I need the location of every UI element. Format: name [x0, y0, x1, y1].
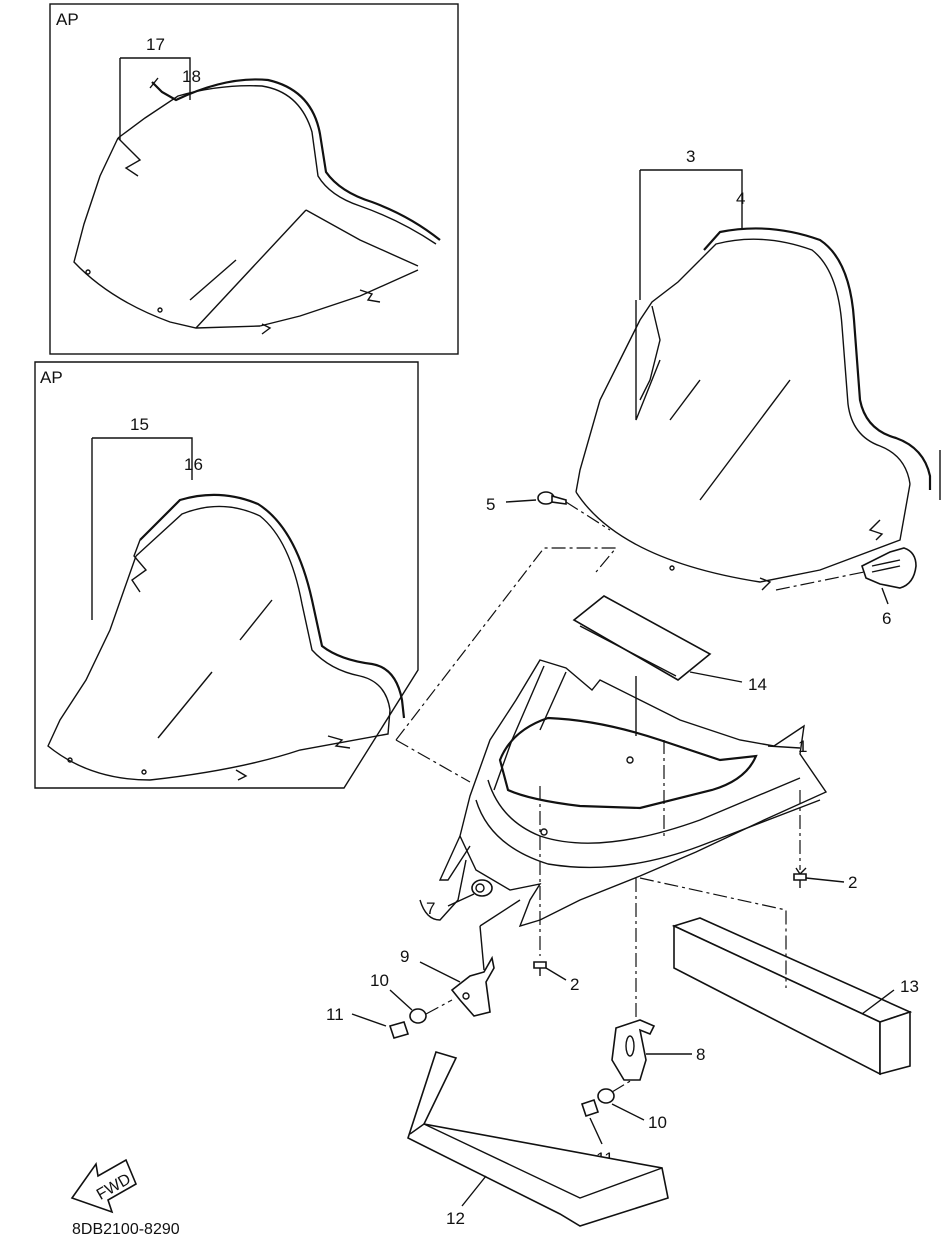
washer-10-right — [597, 1088, 615, 1104]
callout-5: 5 — [486, 495, 495, 514]
callout-8: 8 — [696, 1045, 705, 1064]
inset-box-middle: AP 15 16 — [34, 361, 419, 789]
callout-11-left: 11 — [326, 1005, 344, 1024]
bracket-9 — [450, 955, 495, 1017]
cowling-1 — [419, 659, 828, 928]
inset-box-top: AP 17 18 — [49, 3, 459, 355]
callout-17: 17 — [146, 35, 165, 54]
pad-14 — [572, 595, 712, 681]
callout-13: 13 — [900, 977, 919, 996]
callout-3: 3 — [686, 147, 695, 166]
callout-14: 14 — [748, 675, 767, 694]
callout-4: 4 — [736, 189, 745, 208]
nut-6 — [471, 879, 493, 897]
trim-strip-12 — [407, 1051, 669, 1227]
callout-12: 12 — [446, 1209, 465, 1228]
bracket-8 — [611, 1019, 656, 1081]
screw-2-right — [793, 873, 807, 888]
callout-18: 18 — [182, 67, 201, 86]
callout-2-left: 2 — [570, 975, 579, 994]
screw-2-left — [533, 961, 547, 976]
nut-11-right — [580, 1098, 600, 1118]
callout-7: 6 — [882, 609, 891, 628]
callout-15: 15 — [130, 415, 149, 434]
bracket-7 — [861, 547, 917, 589]
callout-16: 16 — [184, 455, 203, 474]
callout-9: 9 — [400, 947, 409, 966]
windscreen-alt-a-drawing — [73, 77, 441, 335]
callout-2-right: 2 — [848, 873, 857, 892]
washer-10-left — [409, 1008, 427, 1024]
foam-block-13 — [671, 917, 913, 1076]
screw-5 — [537, 491, 567, 505]
nut-11-left — [388, 1021, 410, 1039]
fwd-arrow-icon: FWD — [70, 1158, 138, 1214]
windscreen-alt-b-drawing — [47, 493, 406, 781]
inset-middle-tag: AP — [40, 368, 63, 387]
drawing-code: 8DB2100-8290 — [72, 1221, 180, 1238]
callout-10-left: 10 — [370, 971, 389, 990]
callout-10-right: 10 — [648, 1113, 667, 1132]
windscreen-main-drawing — [575, 227, 941, 591]
callout-1: 1 — [798, 737, 807, 756]
callout-6: 7 — [426, 899, 435, 918]
inset-top-tag: AP — [56, 10, 79, 29]
